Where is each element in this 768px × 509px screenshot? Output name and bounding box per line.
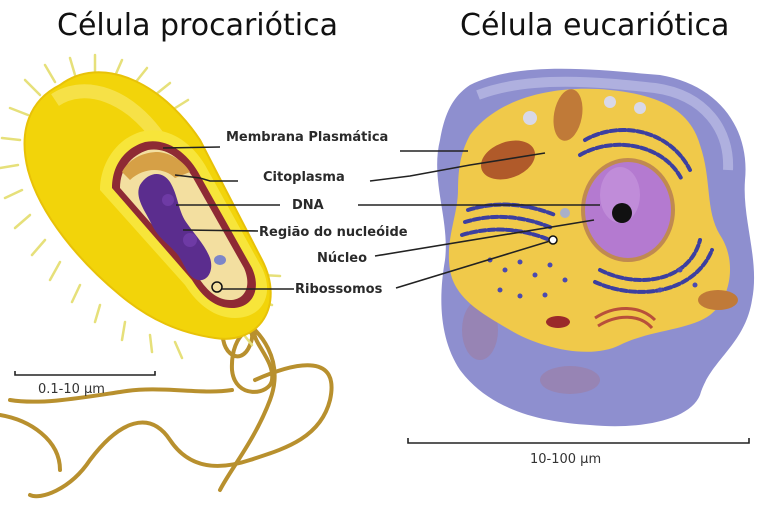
endoplasmic-reticulum xyxy=(460,128,714,294)
eukaryote-leader-lines xyxy=(358,150,600,289)
ribosome-marker xyxy=(548,235,558,245)
prokaryote-title: Célula procariótica xyxy=(57,8,338,43)
dna-nucleoid xyxy=(138,174,212,281)
prokaryote-scale-bar xyxy=(14,371,156,376)
golgi xyxy=(594,307,657,330)
eukaryote-cell-illustration xyxy=(437,68,755,427)
flagella xyxy=(0,316,334,499)
scale-eukaryote: 10-100 µm xyxy=(530,452,602,467)
ribosome-marker xyxy=(211,281,223,293)
label-nucleoid: Região do nucleóide xyxy=(259,225,408,240)
nucleolus xyxy=(612,203,632,223)
prokaryote-leader-lines xyxy=(162,146,294,290)
mitochondrion xyxy=(480,140,536,180)
eukaryote-scale-bar xyxy=(407,438,750,444)
label-membrane: Membrana Plasmática xyxy=(226,130,389,145)
prokaryote-cell-illustration xyxy=(0,53,334,499)
label-ribosomes: Ribossomos xyxy=(295,282,383,297)
label-cytoplasm: Citoplasma xyxy=(263,170,345,185)
pili xyxy=(0,53,282,360)
scale-prokaryote: 0.1-10 µm xyxy=(38,382,105,397)
label-dna: DNA xyxy=(292,198,324,213)
label-nucleus: Núcleo xyxy=(317,251,368,266)
eukaryote-title: Célula eucariótica xyxy=(460,8,730,43)
ribosome-dots xyxy=(487,257,698,299)
